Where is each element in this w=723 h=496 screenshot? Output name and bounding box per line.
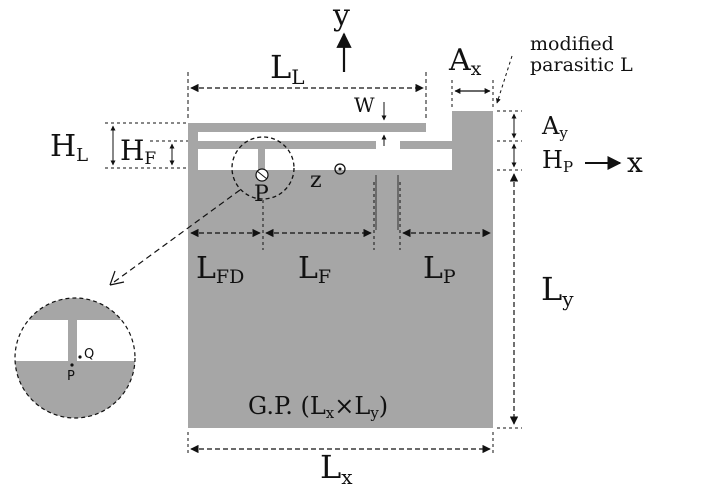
LL-label: LL <box>270 48 305 89</box>
ground-plane-label: G.P. (Lx×Ly) <box>248 392 388 422</box>
ground-plane <box>188 170 493 428</box>
zoom-inset: Q P <box>14 297 136 419</box>
strip-connector <box>188 123 198 170</box>
HF-label: HF <box>120 134 156 169</box>
feed-P-label: P <box>254 182 269 207</box>
modified-label-line2: parasitic L <box>530 54 633 76</box>
feed-stub <box>258 149 265 170</box>
z-axis-label: z <box>310 168 322 193</box>
LFD-label: LFD <box>196 251 244 288</box>
z-axis-dot-icon <box>334 163 346 175</box>
axes: y x z <box>310 0 643 193</box>
LP-label: LP <box>423 251 456 288</box>
modified-label-line1: modified <box>530 33 614 55</box>
parasitic-arm <box>452 111 493 170</box>
inset-P-label: P <box>67 369 75 384</box>
HP-label: HP <box>542 146 573 176</box>
zoom-arrow <box>109 189 241 286</box>
Ly-label: Ly <box>541 270 574 311</box>
W-label: W <box>354 93 375 117</box>
x-axis-label: x <box>627 146 643 179</box>
middle-strip <box>188 141 376 149</box>
LF-label: LF <box>298 251 331 288</box>
antenna-structure <box>188 111 493 428</box>
inset-Q-label: Q <box>84 347 94 362</box>
middle-strip-right <box>400 141 493 149</box>
Ay-label: Ay <box>541 112 568 142</box>
y-axis-label: y <box>332 0 350 33</box>
Ax-label: Ax <box>448 43 482 80</box>
Lx-label: Lx <box>320 448 353 489</box>
HL-label: HL <box>50 129 88 166</box>
upper-strip <box>188 123 426 132</box>
feed-circle <box>231 136 295 200</box>
